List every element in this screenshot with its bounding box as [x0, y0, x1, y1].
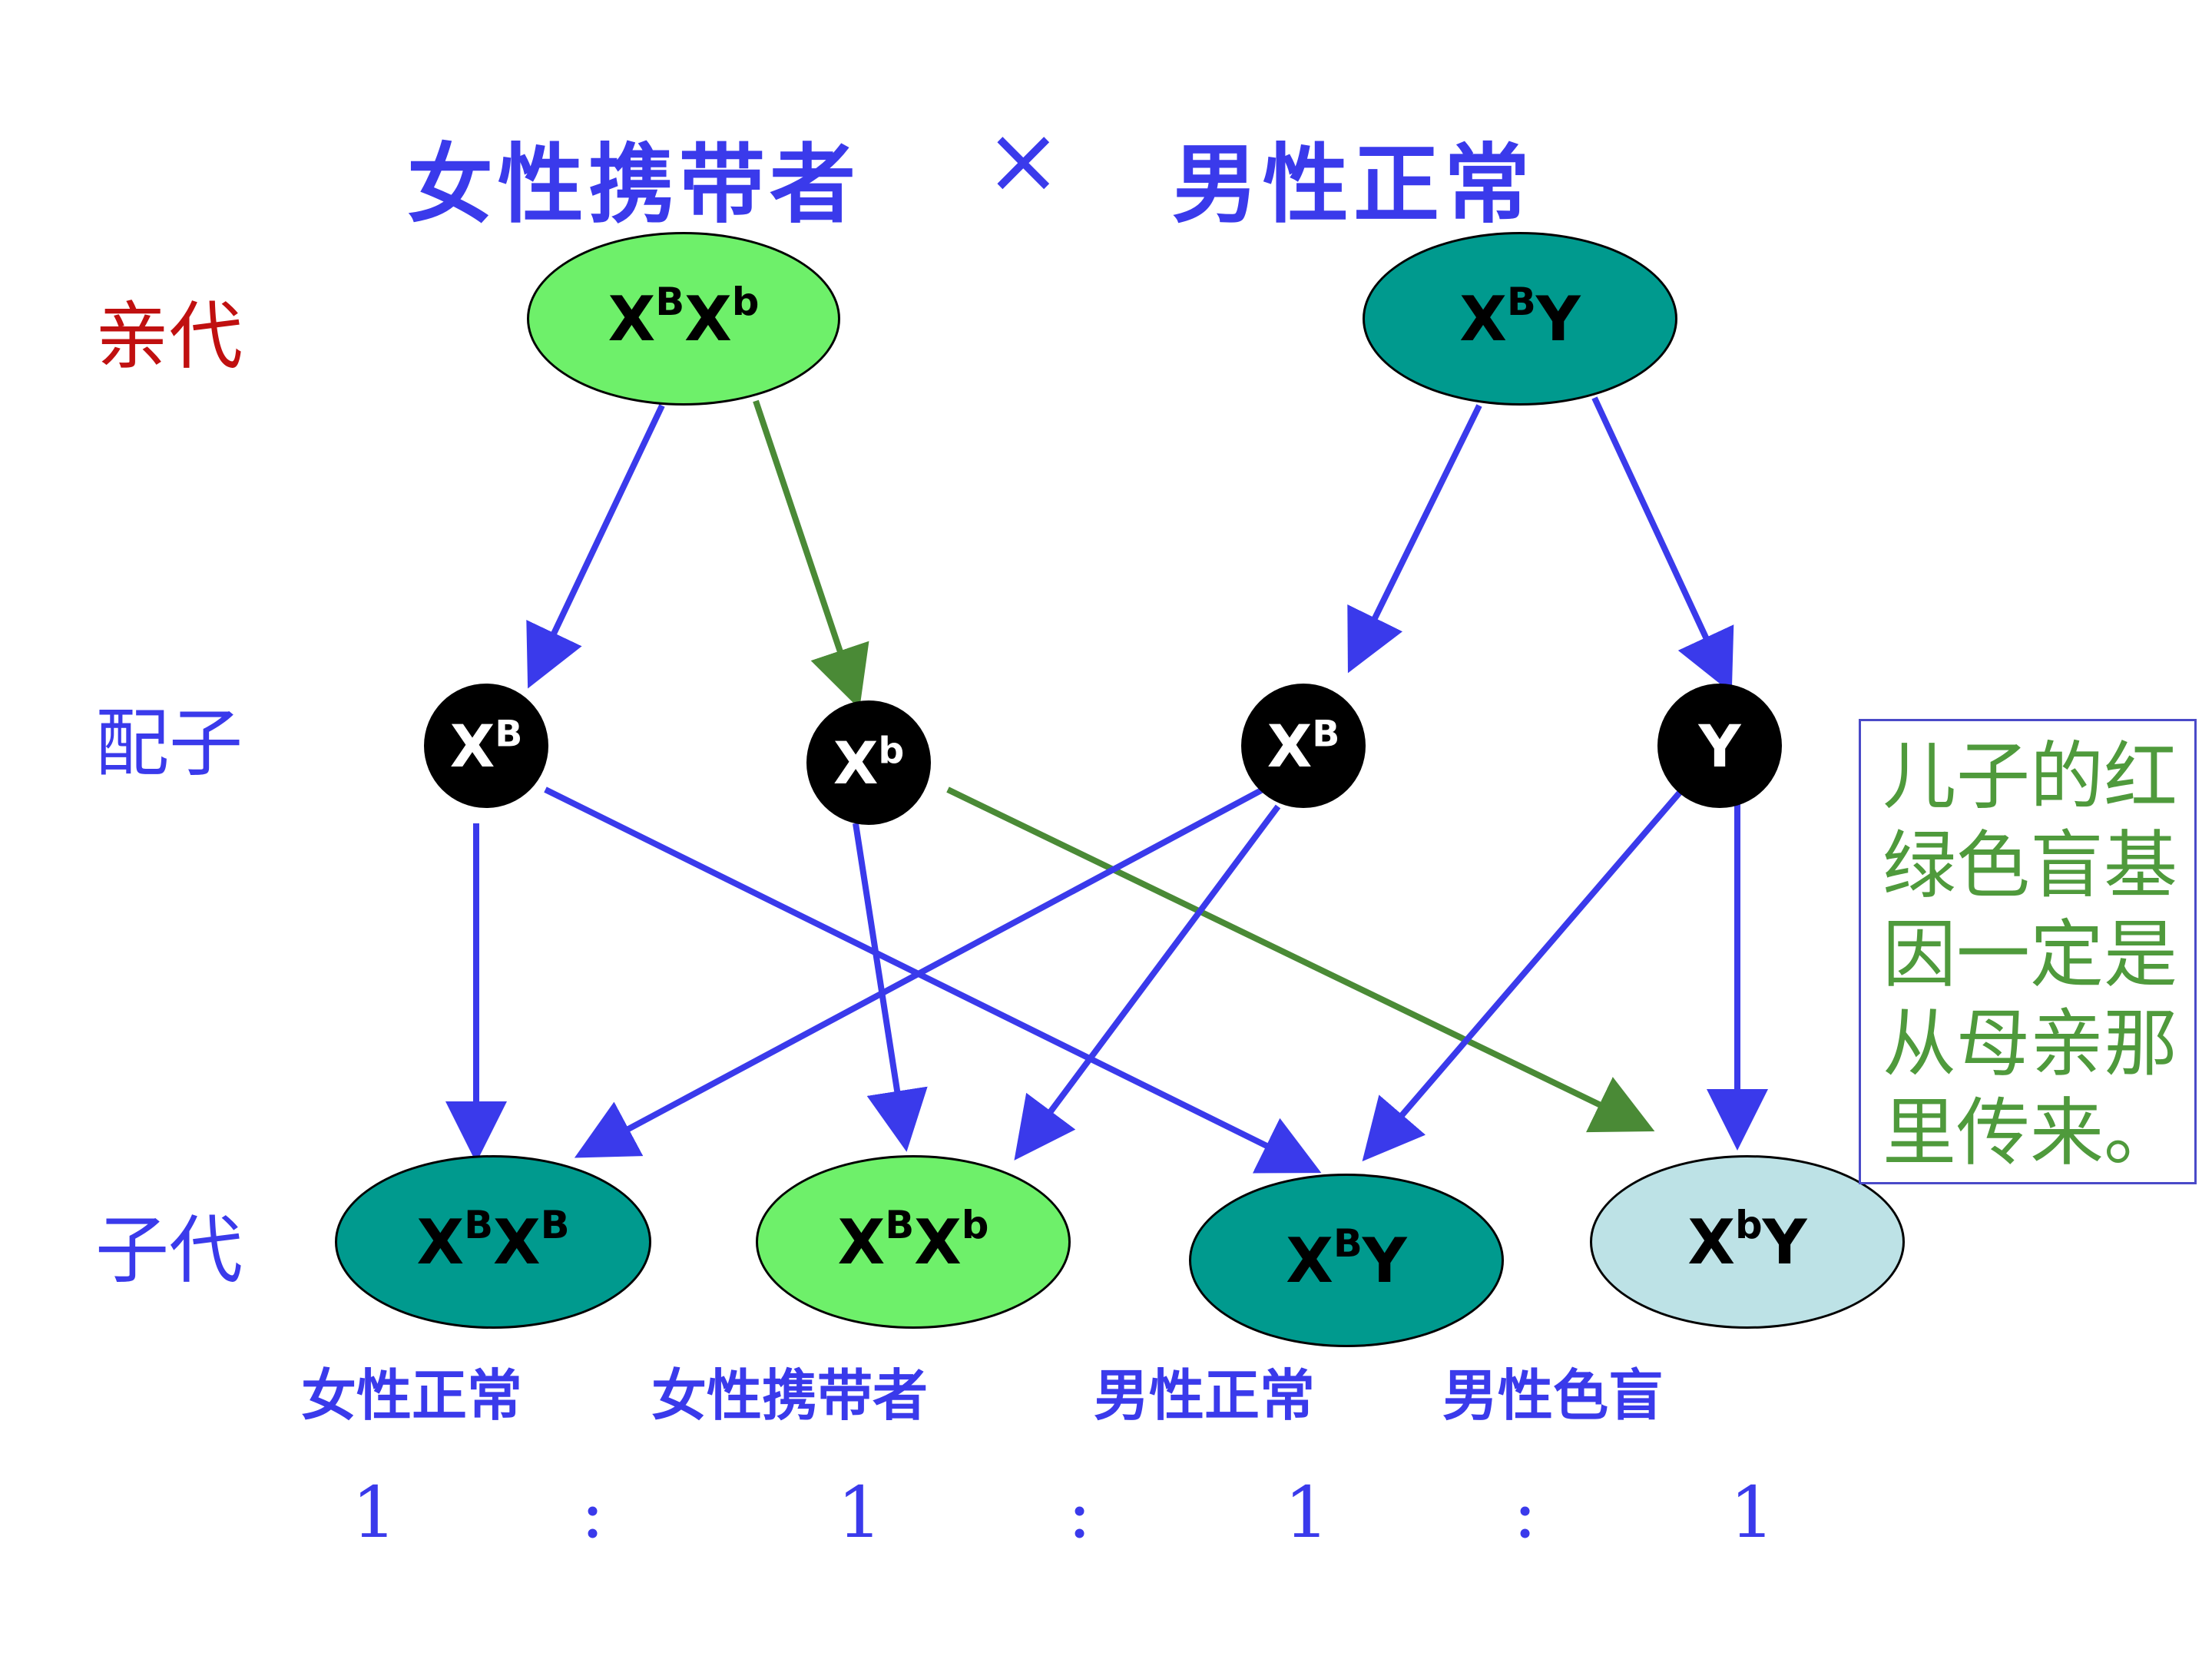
note-box: 儿子的红 绿色盲基 因一定是 从母亲那 里传来。	[1859, 719, 2197, 1184]
note-line: 从母亲那	[1883, 1001, 2177, 1087]
arrow-Y-to-XBY	[1362, 786, 1687, 1162]
row-label-gametes: 配子	[95, 700, 243, 786]
title-female-carrier: 女性携带者	[407, 135, 860, 235]
gamete-mother-XB: XB	[424, 684, 548, 808]
ratio-colon-2: :	[1068, 1472, 1091, 1554]
note-line: 里传来。	[1883, 1090, 2177, 1176]
phenotype-male-normal: 男性正常	[1094, 1363, 1316, 1428]
phenotype-male-colorblind: 男性色盲	[1442, 1363, 1664, 1428]
ratio-colon-1: :	[581, 1472, 604, 1554]
gamete-father-XB: XB	[1241, 684, 1366, 808]
arrow-father-to-Y	[1591, 396, 1734, 694]
note-line: 因一定是	[1883, 912, 2177, 998]
title-male-normal: 男性正常	[1172, 135, 1535, 235]
offspring-XBY: XBY	[1189, 1174, 1504, 1347]
offspring-XBXB: XBXB	[335, 1155, 651, 1329]
ratio-1c: 1	[1284, 1472, 1330, 1554]
offspring-XBXb: XBXb	[756, 1155, 1071, 1329]
arrow-mother-to-XB	[526, 404, 665, 689]
gamete-father-Y: Y	[1657, 684, 1782, 808]
parent-mother-ellipse: XBXb	[527, 232, 840, 406]
arrow-mother-to-Xb	[753, 399, 869, 710]
arrow-fXB-to-XBXb	[1014, 804, 1281, 1161]
phenotype-female-carrier: 女性携带者	[651, 1363, 929, 1428]
cross-symbol: ×	[985, 108, 1062, 214]
ratio-1b: 1	[837, 1472, 882, 1554]
note-line: 绿色盲基	[1883, 823, 2177, 909]
arrow-fXB-to-XBXB	[574, 786, 1264, 1158]
arrow-father-to-XB	[1347, 404, 1482, 674]
row-label-parents: 亲代	[95, 293, 243, 379]
gamete-mother-Xb: Xb	[806, 700, 931, 825]
offspring-XbY: XbY	[1590, 1155, 1905, 1329]
ratio-colon-3: :	[1513, 1472, 1537, 1554]
ratio-1a: 1	[352, 1472, 397, 1554]
genotype-father: XBY	[1459, 279, 1581, 355]
genotype-mother: XBXb	[608, 279, 760, 355]
arrow-Xb-to-XbY	[946, 786, 1655, 1133]
parent-father-ellipse: XBY	[1363, 232, 1677, 406]
row-label-offspring: 子代	[95, 1207, 243, 1293]
arrow-XB-to-XBY	[544, 786, 1322, 1174]
note-line: 儿子的红	[1883, 733, 2177, 820]
phenotype-female-normal: 女性正常	[301, 1363, 523, 1428]
ratio-1d: 1	[1730, 1472, 1775, 1554]
arrow-Xb-to-XBXb	[853, 823, 928, 1152]
